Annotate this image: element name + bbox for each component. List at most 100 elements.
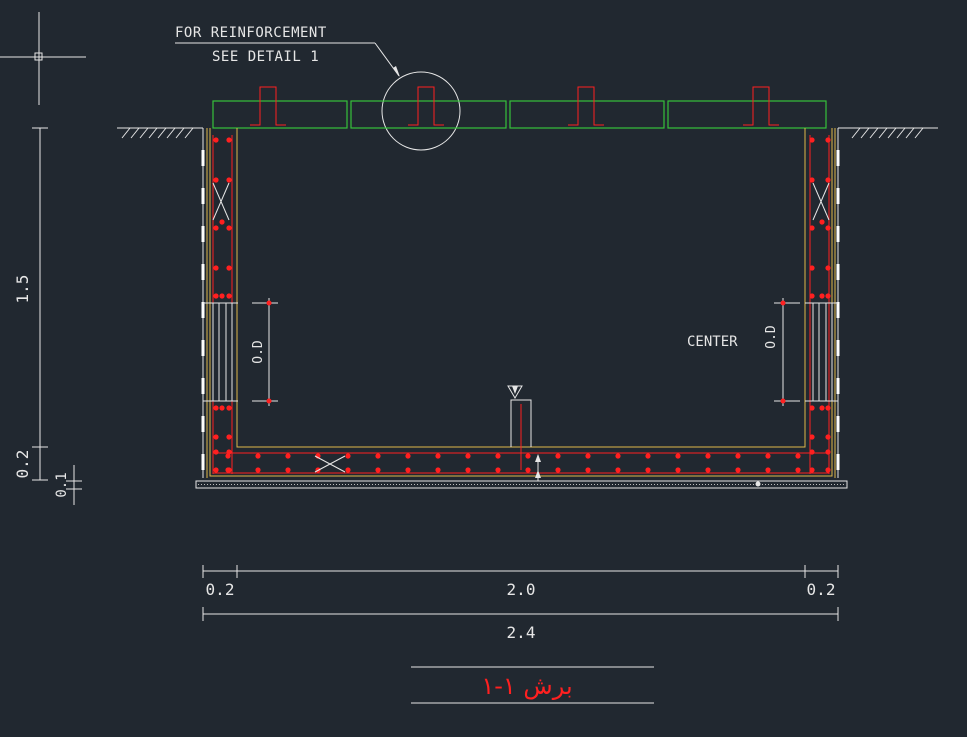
detail-callout-circle [381,71,461,151]
rebar-dot [825,225,831,231]
lifting-hook [408,86,444,126]
hatch-stroke [157,127,167,139]
rebar-dot [226,449,232,455]
rebar-dot [765,467,771,473]
rebar-dot [615,467,621,473]
rebar-dot [585,453,591,459]
rebar-dot [645,453,651,459]
dim-width-inner: 2.0 [507,580,536,599]
rebar-dot [435,453,441,459]
rebar-dot [555,467,561,473]
lifting-hook [250,86,286,126]
rebar-dot [495,467,501,473]
rebar-dot [219,293,225,299]
horizontal-dimensions: 0.2 2.0 0.2 2.4 [202,565,839,642]
rebar-dot [226,293,232,299]
rebar-dot [825,449,831,455]
section-title-block: برش ۱-۱ [411,666,654,704]
rebar-dot [825,177,831,183]
rebar-dot [225,453,231,459]
rebar-dot [213,434,219,440]
rebar-dot [615,453,621,459]
rebar-dot [465,467,471,473]
blinding-layer [195,480,848,489]
rebar-dot [345,453,351,459]
rebar-dot [825,265,831,271]
hatch-stroke [887,127,897,139]
rebar-dot [213,225,219,231]
rebar-dot [525,453,531,459]
rebar-dot [226,434,232,440]
rebar-dot [213,137,219,143]
dim-height-slab: 0.2 [13,450,32,479]
rebar-dot [465,453,471,459]
rebar-dot [435,467,441,473]
rebar-dot [765,453,771,459]
rebar-dot [405,467,411,473]
rebar-dot [819,405,825,411]
rebar-dot [255,467,261,473]
hatch-stroke [175,127,185,139]
rebar-dot [675,467,681,473]
rebar-dot [705,467,711,473]
rebar-dot [219,219,225,225]
lifting-hook [743,86,779,126]
hatch-stroke [860,127,870,139]
leader-arrow-icon [393,66,400,77]
reinforcement [212,135,831,474]
rebar-dot [735,453,741,459]
cover-slabs [212,86,827,129]
center-label: CENTER [687,334,738,350]
rebar-dot [825,137,831,143]
rebar-dot [213,467,219,473]
rebar-dot [405,453,411,459]
rebar-dot [525,467,531,473]
rebar-dot [795,467,801,473]
rebar-dot [585,467,591,473]
pipe-opening-right: O.D CENTER [687,298,838,406]
rebar-dot [226,265,232,271]
hatch-stroke [130,127,140,139]
rebar-dot [226,137,232,143]
rebar-dot [219,405,225,411]
pipe-od-label-right: O.D [764,325,779,349]
rebar-dot [809,467,815,473]
rebar-dot [495,453,501,459]
rebar-dot [345,467,351,473]
hatch-stroke [878,127,888,139]
rebar-dot [213,265,219,271]
rebar-dot [375,453,381,459]
hatch-stroke [139,127,149,139]
rebar-dot [225,467,231,473]
level-marker-icon [507,385,541,481]
dim-width-total: 2.4 [507,623,536,642]
rebar-dot [285,467,291,473]
crosshair-cursor-icon [0,12,86,105]
rebar-dot [819,219,825,225]
rebar-dot [213,449,219,455]
hatch-stroke [148,127,158,139]
hatch-stroke [166,127,176,139]
hatch-stroke [905,127,915,139]
rebar-dot [255,453,261,459]
hatch-stroke [851,127,861,139]
rebar-dot [819,293,825,299]
pipe-od-label-left: O.D [251,340,266,364]
dim-height-blinding: 0.1 [54,472,70,497]
cover-slab [212,100,348,129]
rebar-dot [213,177,219,183]
rebar-dot [226,177,232,183]
rebar-dot [809,405,815,411]
hatch-stroke [869,127,879,139]
cover-slab [509,100,665,129]
rebar-dot [555,453,561,459]
rebar-dot [226,405,232,411]
rebar-dot [795,453,801,459]
rebar-dot [809,293,815,299]
rebar-dot [825,467,831,473]
ground-hatch-icon [117,127,938,139]
cover-slab [667,100,827,129]
rebar-dot [809,449,815,455]
vertical-dimensions: 1.5 0.2 0.1 [13,127,82,505]
